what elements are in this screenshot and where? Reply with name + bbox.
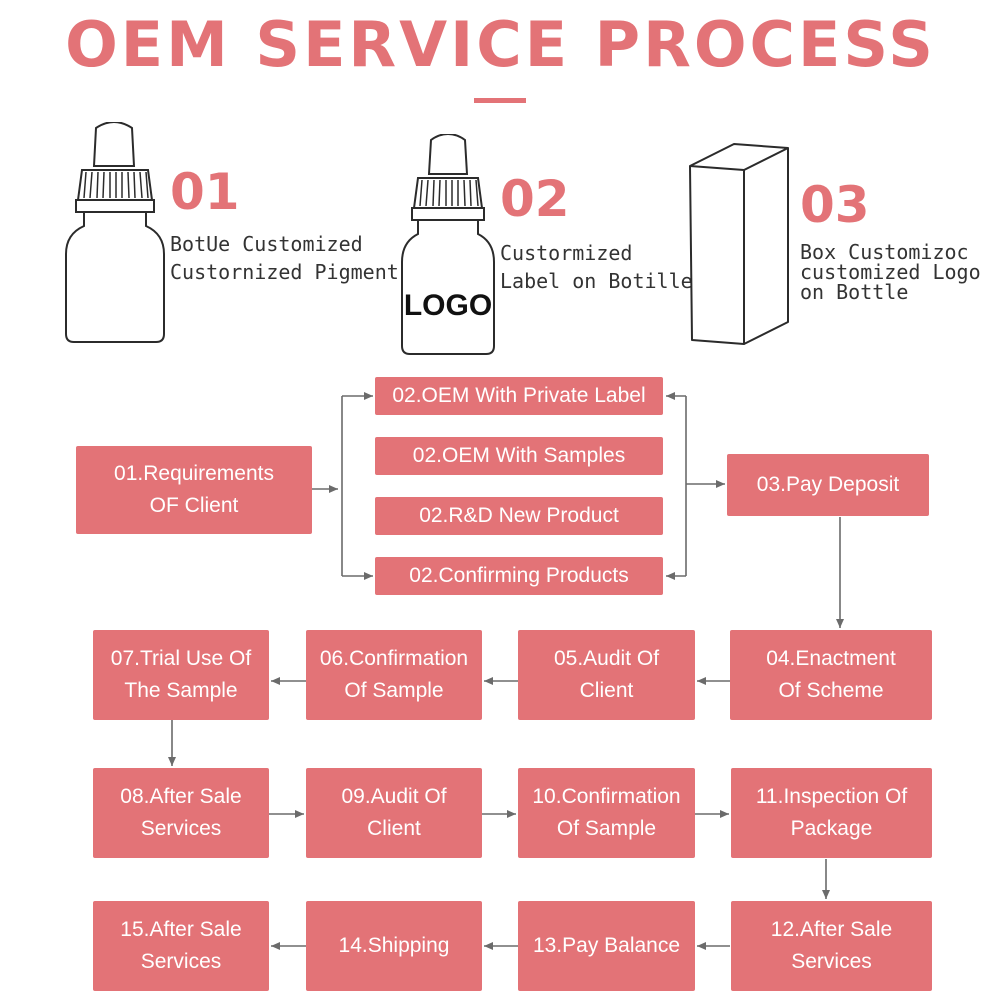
- bottle-icon: [65, 122, 165, 343]
- step-text: 15.After Sale: [120, 918, 242, 941]
- step-12-after-sale: 12.After Sale Services: [731, 901, 932, 991]
- caption-line: Custornized Pigment: [170, 260, 399, 284]
- step-text: The Sample: [124, 679, 238, 702]
- product-number: 01: [170, 163, 240, 221]
- step-text: OF Client: [149, 494, 239, 517]
- caption-line: on Bottle: [800, 280, 909, 304]
- step-text: 08.After Sale: [120, 785, 242, 808]
- step-text: 02.OEM With Private Label: [392, 384, 646, 407]
- step-text: 01.Requirements: [114, 462, 274, 485]
- step-text: 02.OEM With Samples: [412, 444, 626, 467]
- step-02-rd-new-product: 02.R&D New Product: [375, 497, 663, 535]
- step-text: Client: [579, 679, 634, 702]
- step-15-after-sale: 15.After Sale Services: [93, 901, 269, 991]
- step-text: Package: [790, 817, 873, 840]
- bottle-logo-label: LOGO: [404, 289, 492, 322]
- step-text: 10.Confirmation: [532, 785, 681, 808]
- step-13-pay-balance: 13.Pay Balance: [518, 901, 695, 991]
- step-02-private-label: 02.OEM With Private Label: [375, 377, 663, 415]
- step-text: Of Sample: [344, 679, 444, 702]
- step-text: 02.Confirming Products: [409, 564, 629, 587]
- step-08-after-sale: 08.After Sale Services: [93, 768, 269, 858]
- step-text: 14.Shipping: [338, 934, 450, 957]
- step-text: 12.After Sale: [770, 918, 893, 941]
- step-text: Of Scheme: [778, 679, 884, 702]
- caption-line: Box Customizoc: [800, 240, 969, 264]
- step-06-confirmation-sample: 06.Confirmation Of Sample: [306, 630, 482, 720]
- product-caption: BotUe Customized Custornized Pigment: [170, 230, 399, 286]
- step-text: 09.Audit Of: [341, 785, 447, 808]
- product-caption: Box Customizoc customized Logo on Bottle: [800, 242, 981, 302]
- step-09-audit-client: 09.Audit Of Client: [306, 768, 482, 858]
- step-text: 06.Confirmation: [319, 647, 469, 670]
- caption-line: Label on Botille: [500, 269, 693, 293]
- step-text: Services: [140, 817, 222, 840]
- step-text: Client: [367, 817, 421, 840]
- step-01-requirements: 01.Requirements OF Client: [76, 446, 312, 534]
- step-07-trial-use: 07.Trial Use Of The Sample: [93, 630, 269, 720]
- step-text: Of Sample: [556, 817, 657, 840]
- step-02-with-samples: 02.OEM With Samples: [375, 437, 663, 475]
- product-number: 02: [500, 170, 570, 228]
- step-text: 02.R&D New Product: [419, 504, 619, 527]
- step-text: Services: [791, 950, 872, 973]
- step-04-enactment: 04.Enactment Of Scheme: [730, 630, 932, 720]
- caption-line: customized Logo: [800, 260, 981, 284]
- product-caption: Custormized Label on Botille: [500, 239, 693, 295]
- step-text: Services: [140, 950, 222, 973]
- page-title: OEM SERVICE PROCESS: [65, 8, 936, 81]
- step-11-inspection-package: 11.Inspection Of Package: [731, 768, 932, 858]
- step-03-pay-deposit: 03.Pay Deposit: [727, 454, 929, 516]
- step-text: 07.Trial Use Of: [110, 647, 252, 670]
- box-icon: [689, 143, 789, 345]
- caption-line: BotUe Customized: [170, 232, 363, 256]
- step-text: 04.Enactment: [766, 647, 896, 670]
- labeled-bottle-icon: LOGO: [401, 134, 495, 355]
- step-14-shipping: 14.Shipping: [306, 901, 482, 991]
- step-10-confirmation-sample: 10.Confirmation Of Sample: [518, 768, 695, 858]
- step-text: 11.Inspection Of: [755, 785, 908, 808]
- step-text: 03.Pay Deposit: [756, 473, 900, 496]
- product-number: 03: [800, 176, 870, 234]
- step-05-audit-client: 05.Audit Of Client: [518, 630, 695, 720]
- caption-line: Custormized: [500, 241, 633, 265]
- step-02-confirming-products: 02.Confirming Products: [375, 557, 663, 595]
- title-underline: [474, 98, 526, 103]
- step-text: 13.Pay Balance: [532, 934, 681, 957]
- step-text: 05.Audit Of: [553, 647, 660, 670]
